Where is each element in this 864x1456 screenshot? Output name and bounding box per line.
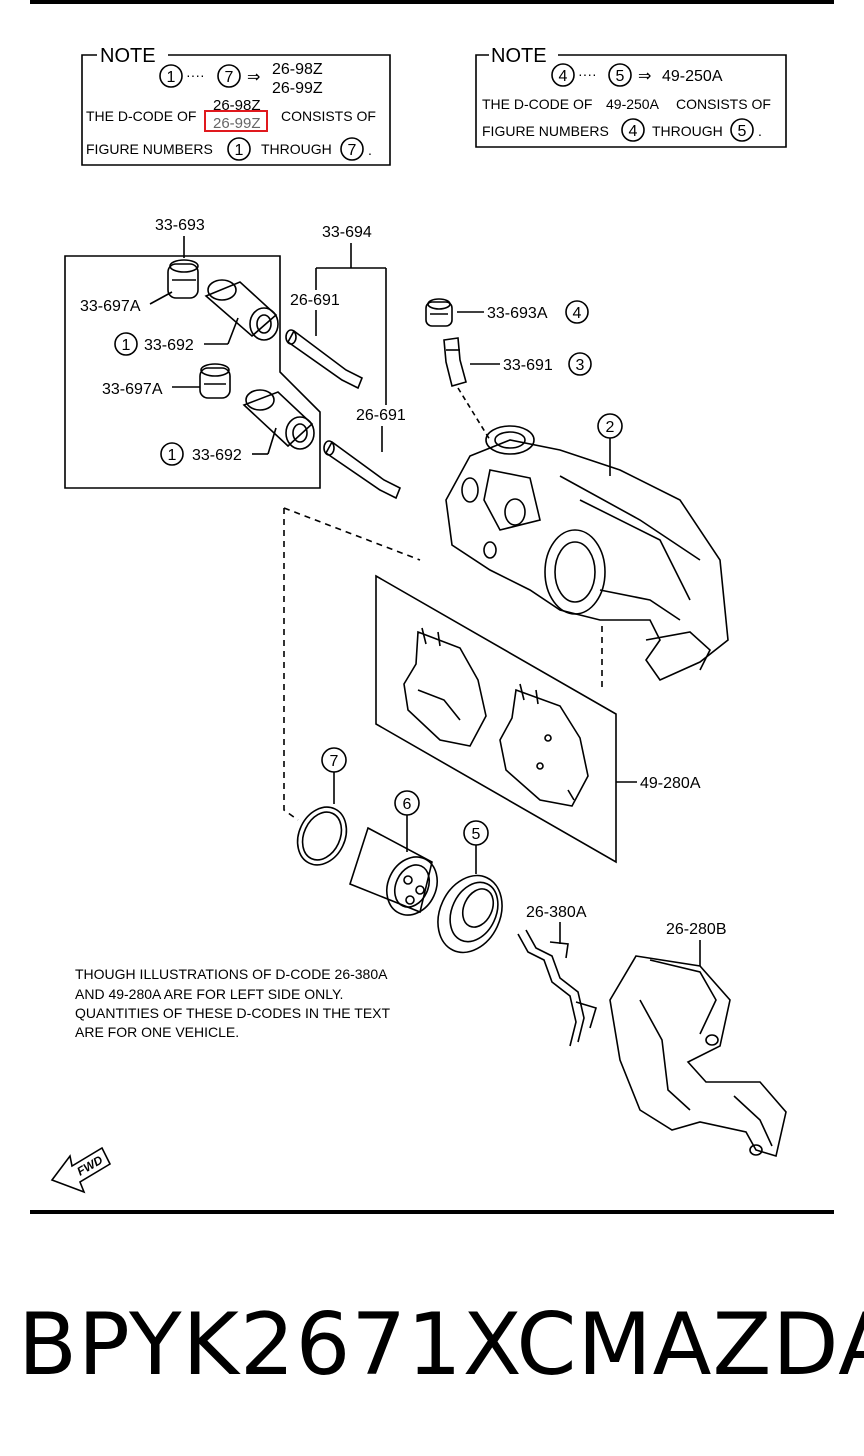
svg-text:····: ···· <box>186 67 205 83</box>
label-33-692-upper: 33-692 <box>144 337 194 354</box>
svg-text:4: 4 <box>559 68 568 85</box>
svg-text:26-99Z: 26-99Z <box>272 80 323 97</box>
label-33-697a-upper: 33-697A <box>80 298 141 315</box>
svg-text:AND 49-280A ARE FOR LEFT SIDE: AND 49-280A ARE FOR LEFT SIDE ONLY. <box>75 986 343 1002</box>
svg-text:26-99Z: 26-99Z <box>213 115 261 132</box>
svg-text:CONSISTS OF: CONSISTS OF <box>281 108 376 124</box>
svg-text:4: 4 <box>629 123 638 140</box>
label-26-280b: 26-280B <box>666 921 727 938</box>
piston-seal-icon <box>296 806 348 866</box>
svg-text:QUANTITIES OF THESE D-CODES IN: QUANTITIES OF THESE D-CODES IN THE TEXT <box>75 1005 390 1021</box>
piston-icon <box>349 826 438 916</box>
label-33-693: 33-693 <box>155 217 205 234</box>
svg-text:3: 3 <box>576 357 585 374</box>
svg-text:THROUGH: THROUGH <box>261 141 332 157</box>
label-33-693a: 33-693A <box>487 305 548 322</box>
product-title: BPYK2671XC MAZDA <box>18 1290 864 1400</box>
svg-text:THE D-CODE OF: THE D-CODE OF <box>86 108 196 124</box>
sleeve-icon <box>204 279 279 341</box>
brake-pad-icon <box>499 683 589 807</box>
svg-text:····: ···· <box>578 66 597 82</box>
bleeder-group: 33-693A 4 33-691 3 <box>425 298 592 441</box>
label-26-380a: 26-380A <box>526 904 587 921</box>
svg-text:7: 7 <box>330 753 339 770</box>
label-26-691-upper: 26-691 <box>290 292 340 309</box>
svg-text:⇒: ⇒ <box>638 68 651 85</box>
caliper-body-icon <box>445 425 729 682</box>
svg-text:THE D-CODE OF: THE D-CODE OF <box>482 96 592 112</box>
note-2-heading: NOTE <box>491 45 547 67</box>
label-49-280a: 49-280A <box>640 775 701 792</box>
label-33-694: 33-694 <box>322 224 372 241</box>
svg-text:ARE FOR ONE VEHICLE.: ARE FOR ONE VEHICLE. <box>75 1024 239 1040</box>
svg-text:5: 5 <box>738 123 747 140</box>
svg-text:1: 1 <box>168 447 177 464</box>
top-rule <box>30 0 834 4</box>
dust-boot-icon <box>199 363 231 399</box>
guide-pin-icon <box>323 440 402 500</box>
remark-text: THOUGH ILLUSTRATIONS OF D-CODE 26-380A A… <box>75 966 390 1040</box>
svg-text:26-98Z: 26-98Z <box>272 61 323 78</box>
caliper-bracket-icon <box>609 955 787 1158</box>
svg-text:26-98Z: 26-98Z <box>213 97 261 114</box>
guide-pin-group: 33-694 26-691 26-691 <box>285 224 406 500</box>
svg-text:7: 7 <box>225 69 234 86</box>
svg-text:1: 1 <box>122 337 131 354</box>
dust-boot-icon <box>167 259 199 299</box>
svg-text:4: 4 <box>573 305 582 322</box>
brake-pad-icon <box>403 627 487 747</box>
spring-clip-icon <box>517 929 597 1047</box>
sleeve-icon <box>242 389 315 450</box>
label-33-692-lower: 33-692 <box>192 447 242 464</box>
bleeder-cap-icon <box>425 298 453 327</box>
svg-text:THOUGH ILLUSTRATIONS OF D-CODE: THOUGH ILLUSTRATIONS OF D-CODE 26-380A <box>75 966 388 982</box>
svg-text:49-250A: 49-250A <box>606 96 660 112</box>
svg-text:FIGURE NUMBERS: FIGURE NUMBERS <box>86 141 213 157</box>
brand-name: MAZDA <box>577 1295 864 1395</box>
note-1-heading: NOTE <box>100 45 156 67</box>
piston-boot-icon <box>437 874 503 954</box>
svg-text:5: 5 <box>472 826 481 843</box>
sleeve-group: 33-693 <box>64 217 321 489</box>
svg-text:.: . <box>758 123 762 139</box>
svg-text:.: . <box>368 142 372 158</box>
bleeder-screw-icon <box>443 337 467 387</box>
guide-pin-icon <box>285 329 364 390</box>
svg-text:THROUGH: THROUGH <box>652 123 723 139</box>
fwd-arrow-icon: FWD <box>50 1146 112 1194</box>
svg-text:2: 2 <box>606 419 615 436</box>
label-26-691-lower: 26-691 <box>356 407 406 424</box>
label-33-691: 33-691 <box>503 357 553 374</box>
part-number: BPYK2671XC <box>18 1295 578 1395</box>
svg-text:5: 5 <box>616 68 625 85</box>
note-box-2: NOTE 4 ···· 5 ⇒ 49-250A THE D-CODE OF 49… <box>475 45 787 148</box>
pad-set-group: 49-280A <box>375 574 701 864</box>
label-33-697a-lower: 33-697A <box>102 381 163 398</box>
note-box-1: NOTE 1 ···· 7 ⇒ 26-98Z 26-99Z THE D-CODE… <box>81 45 391 166</box>
bottom-rule <box>30 1210 834 1214</box>
svg-text:FIGURE NUMBERS: FIGURE NUMBERS <box>482 123 609 139</box>
svg-text:CONSISTS OF: CONSISTS OF <box>676 96 771 112</box>
svg-text:1: 1 <box>235 142 244 159</box>
svg-text:FWD: FWD <box>75 1153 106 1179</box>
svg-text:49-250A: 49-250A <box>662 68 723 85</box>
svg-text:⇒: ⇒ <box>247 69 260 86</box>
svg-text:1: 1 <box>167 69 176 86</box>
svg-text:7: 7 <box>348 142 357 159</box>
highlight-box <box>204 110 268 132</box>
svg-text:6: 6 <box>403 796 412 813</box>
